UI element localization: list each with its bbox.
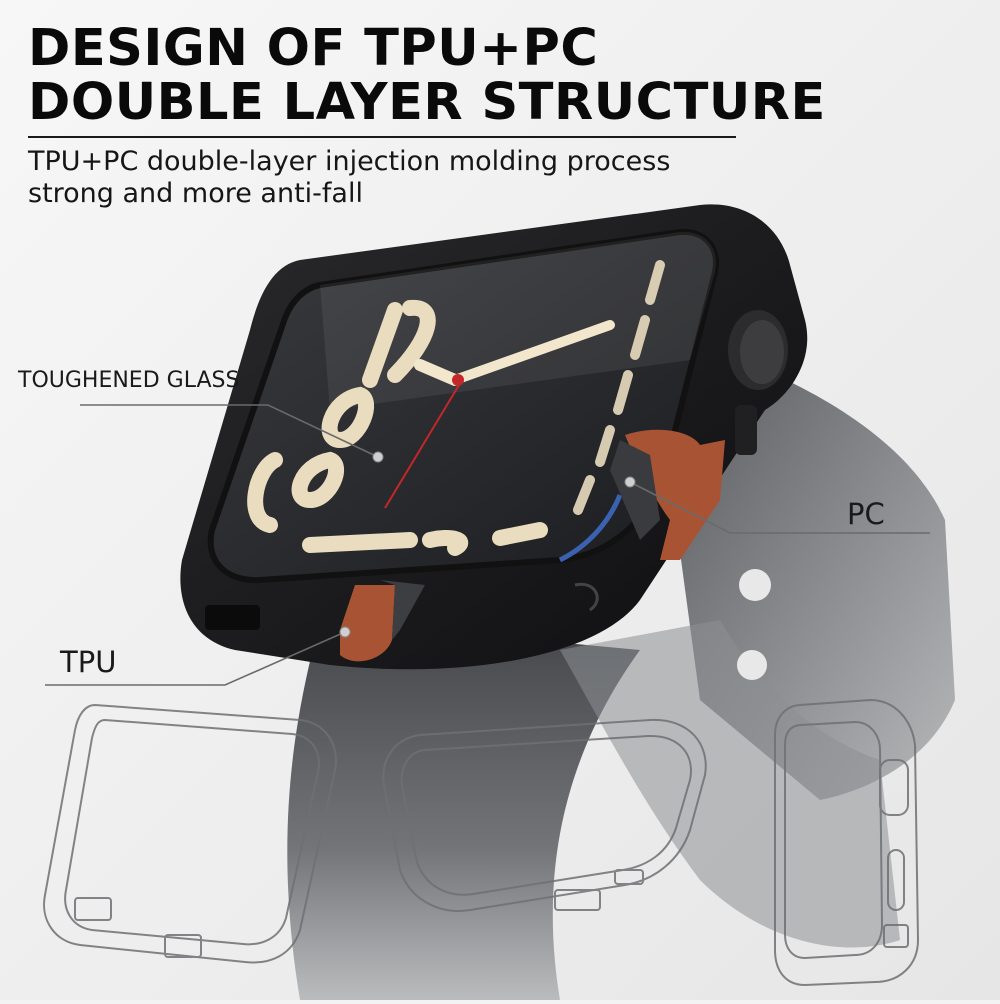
headline-divider <box>28 136 736 138</box>
headline: DESIGN OF TPU+PC DOUBLE LAYER STRUCTURE <box>28 22 826 130</box>
callout-toughened-glass: TOUGHENED GLASS <box>18 368 240 393</box>
pc-cutaway <box>610 429 725 560</box>
case-outline-angled <box>382 718 707 912</box>
pc-marker-dot <box>624 476 636 488</box>
case-outline-side <box>774 698 920 987</box>
second-hand <box>384 379 463 509</box>
subheadline-line-2: strong and more anti-fall <box>28 178 363 209</box>
tpu-marker-dot <box>339 626 351 638</box>
subheadline: TPU+PC double-layer injection molding pr… <box>28 146 670 210</box>
callout-leader-lines <box>45 404 930 686</box>
callout-pc: PC <box>847 497 885 531</box>
side-button-icon <box>735 405 757 455</box>
glass-marker-dot <box>372 451 384 463</box>
tpu-cutaway <box>340 580 425 662</box>
case-outline-front <box>43 703 337 964</box>
watch-case <box>180 204 808 670</box>
headline-line-2: DOUBLE LAYER STRUCTURE <box>28 73 826 132</box>
watch-band <box>287 330 955 1000</box>
minute-hand <box>450 320 615 385</box>
watch-face-numerals <box>247 299 548 556</box>
subheadline-line-1: TPU+PC double-layer injection molding pr… <box>28 146 671 177</box>
headline-line-1: DESIGN OF TPU+PC <box>28 19 599 78</box>
hour-hand <box>414 359 461 386</box>
callout-tpu: TPU <box>60 645 117 679</box>
